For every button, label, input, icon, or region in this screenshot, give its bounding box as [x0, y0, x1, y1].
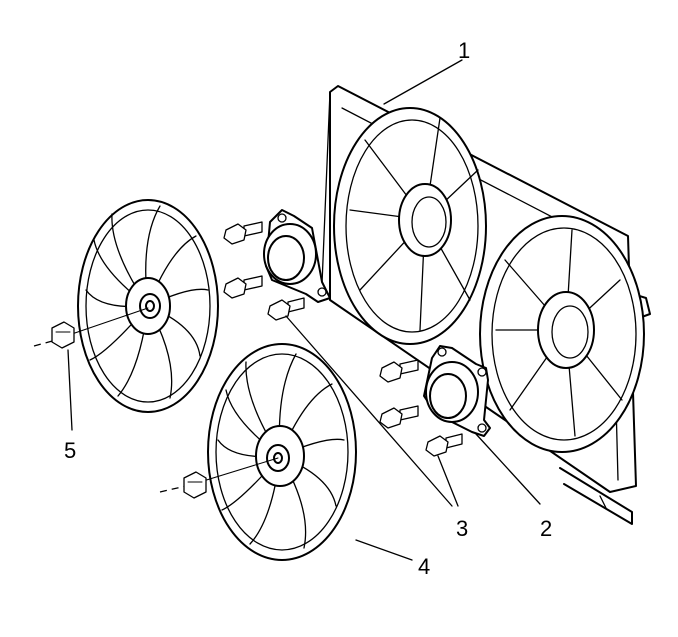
bolt [223, 275, 263, 299]
upper-fan-nut [33, 307, 149, 349]
lower-fan-nut [159, 457, 279, 499]
leader-lines [67, 59, 541, 561]
fan-shroud [321, 85, 651, 525]
callout-1: 1 [458, 38, 470, 63]
motor-bolts [223, 221, 463, 457]
upper-fan-motor [263, 209, 331, 303]
bolt [267, 297, 305, 321]
callout-5: 5 [64, 438, 76, 463]
bolt [425, 433, 463, 457]
bolt [379, 405, 419, 429]
lower-fan-blade [207, 343, 357, 561]
callout-4: 4 [418, 554, 430, 579]
bolt [223, 221, 263, 245]
callouts: 1 2 3 4 5 [64, 38, 552, 579]
bolt [379, 359, 419, 383]
callout-3: 3 [456, 516, 468, 541]
callout-2: 2 [540, 516, 552, 541]
upper-fan-blade [77, 199, 219, 413]
lower-fan-motor [423, 345, 491, 437]
